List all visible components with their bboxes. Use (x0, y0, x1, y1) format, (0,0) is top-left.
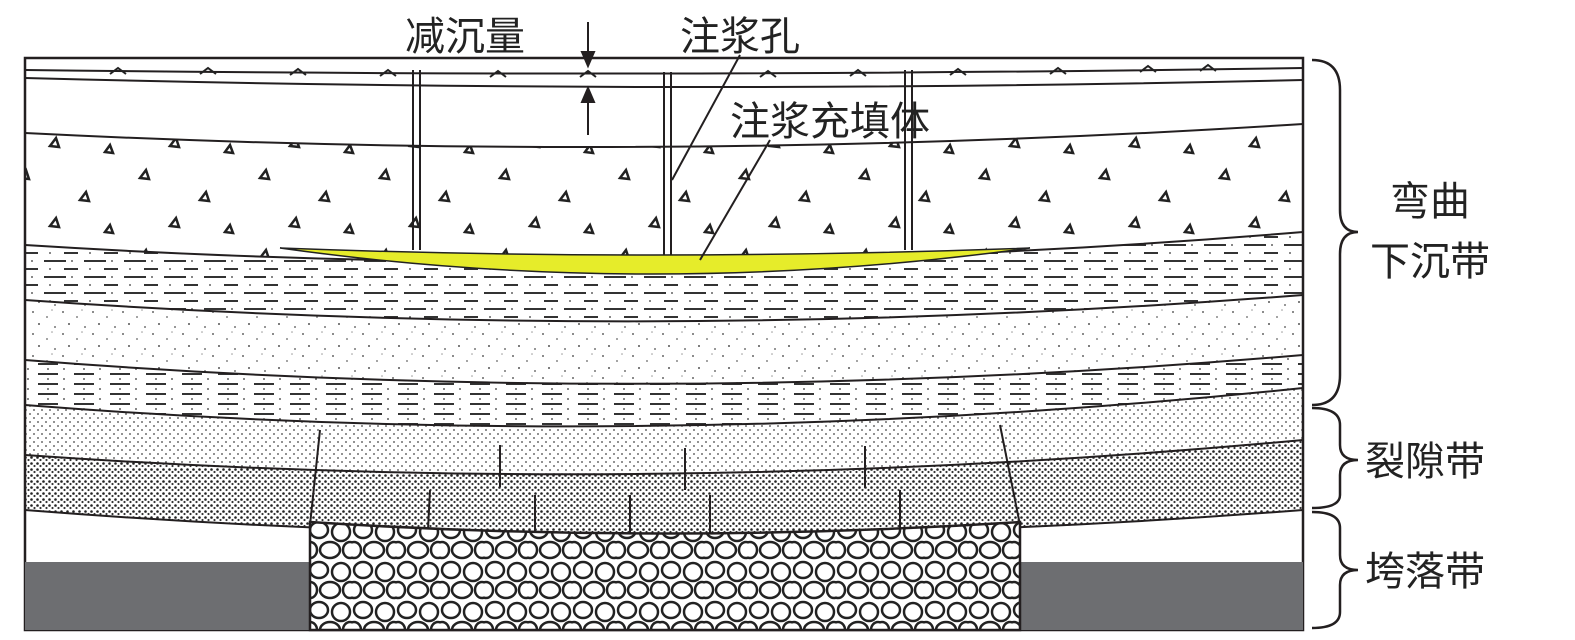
zone-bending-line1: 弯曲 (1390, 179, 1470, 225)
dotted-layer (25, 388, 1303, 475)
zone-fracture: 裂隙带 (1365, 439, 1485, 485)
grout-fill-body (279, 247, 1031, 275)
zone-braces (1311, 58, 1359, 630)
grout-holes (412, 70, 913, 255)
coal-seam-left (25, 562, 310, 630)
leader-lines (671, 54, 771, 261)
zone-bending-line2: 下沉带 (1370, 239, 1490, 285)
label-grout-hole: 注浆孔 (680, 14, 800, 60)
zone-caving: 垮落带 (1365, 549, 1485, 595)
label-grout-fill: 注浆充填体 (730, 99, 930, 145)
caved-rubble (308, 520, 1022, 632)
dense-dash-layer (25, 355, 1303, 427)
coal-seam-right (1020, 562, 1303, 630)
subsidence-arrows (580, 22, 596, 135)
label-subsidence-reduction: 减沉量 (405, 14, 525, 60)
surface-symbols (109, 63, 1217, 78)
